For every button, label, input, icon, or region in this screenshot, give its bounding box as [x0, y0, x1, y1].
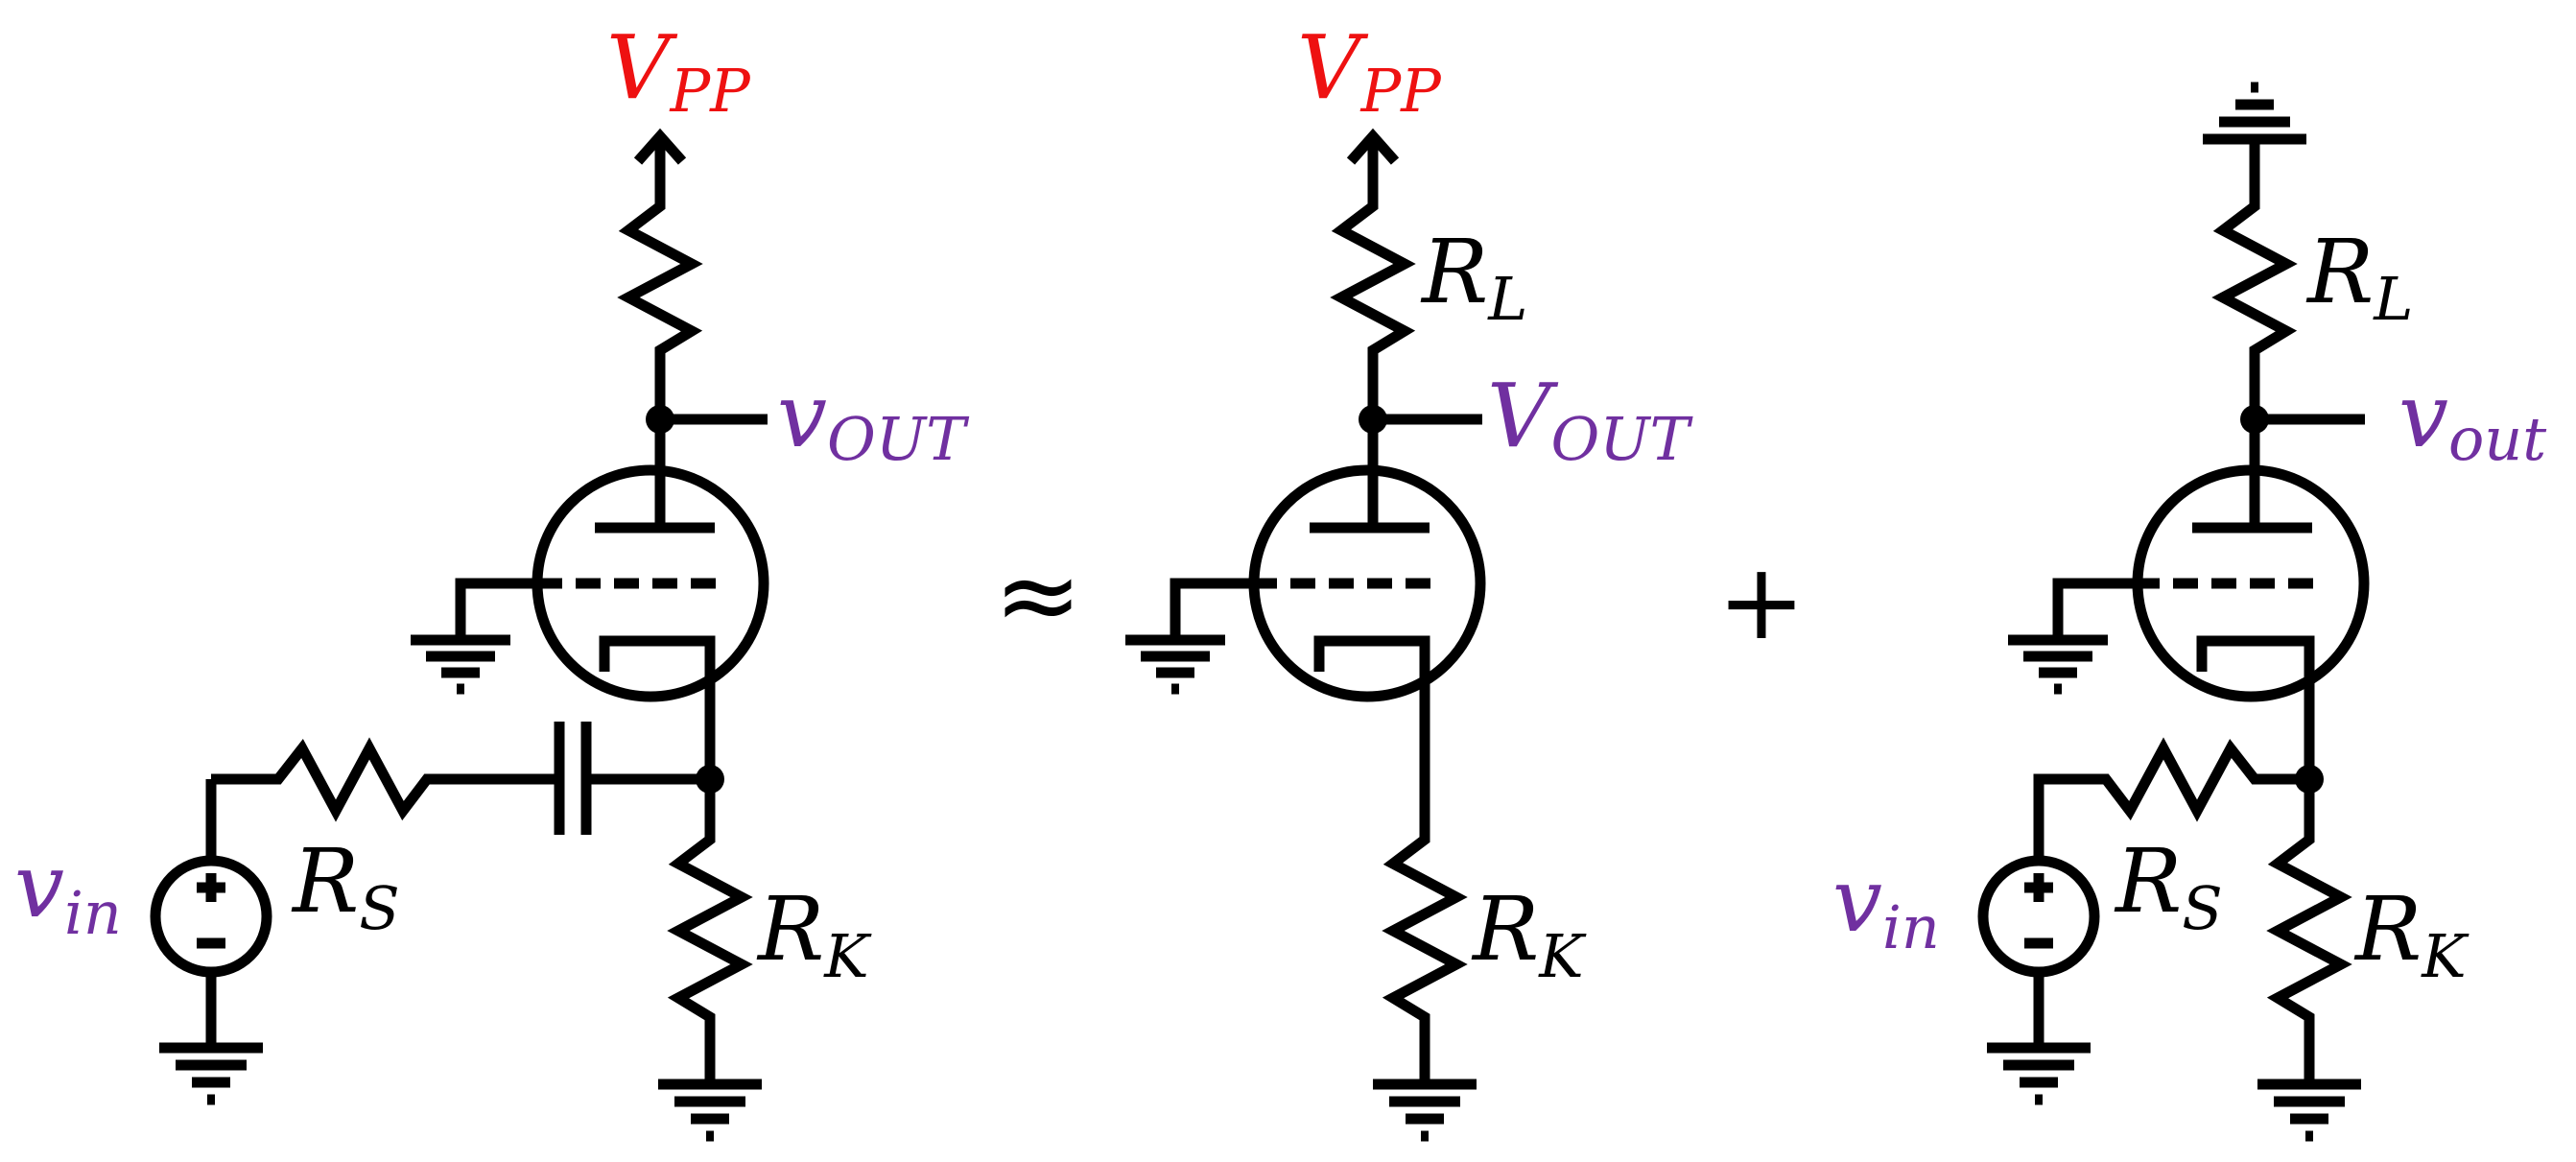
- left-circuit: VPP vOUT vin RS RK: [14, 16, 970, 1142]
- middle-grid-ground-icon: [1125, 634, 1225, 695]
- middle-cathode-resistor: [1382, 830, 1468, 1027]
- left-grid-ground-icon: [411, 634, 510, 695]
- right-cathode-resistor: [2266, 830, 2352, 1027]
- middle-plate-resistor: [1330, 197, 1416, 365]
- right-voltage-source-icon: [1977, 855, 2100, 978]
- left-plate-resistor: [617, 197, 703, 365]
- left-source-resistor: [211, 737, 432, 822]
- left-rk-ground-icon: [658, 1079, 762, 1142]
- middle-triode: [1248, 464, 1486, 702]
- left-cathode-resistor: [667, 830, 753, 1027]
- middle-vout-label: VOUT: [1487, 365, 1694, 474]
- right-vout-label: vout: [2399, 365, 2546, 474]
- left-vpp-label: VPP: [606, 16, 751, 126]
- right-source-ground-icon: [1987, 1042, 2091, 1105]
- middle-vpp-label: VPP: [1297, 16, 1442, 126]
- middle-vpp-arrow-icon: [1346, 128, 1400, 197]
- right-plate-resistor: [2211, 197, 2298, 365]
- approx-symbol: ≈: [994, 534, 1082, 656]
- left-voltage-source-icon: [150, 855, 272, 978]
- right-source-resistor: [2039, 737, 2259, 822]
- right-rl-label: RL: [2305, 221, 2413, 334]
- right-circuit: RL vout vin RS RK: [1832, 82, 2546, 1142]
- left-coupling-capacitor: [554, 722, 592, 835]
- right-triode: [2132, 464, 2370, 702]
- middle-rk-label: RK: [1471, 878, 1587, 991]
- left-triode: [532, 464, 769, 702]
- right-rk-label: RK: [2353, 878, 2470, 991]
- left-rk-label: RK: [756, 878, 872, 991]
- middle-rk-ground-icon: [1373, 1079, 1477, 1142]
- left-vpp-arrow-icon: [633, 128, 687, 197]
- right-top-ground-icon: [2203, 82, 2306, 145]
- left-vin-label: vin: [14, 835, 122, 948]
- plus-symbol: +: [1717, 540, 1806, 663]
- right-vin-label: vin: [1832, 849, 1940, 962]
- middle-circuit: VPP RL VOUT RK: [1125, 16, 1694, 1142]
- right-grid-ground-icon: [2008, 634, 2108, 695]
- left-rs-label: RS: [291, 830, 400, 943]
- left-vout-label: vOUT: [777, 365, 970, 474]
- left-source-ground-icon: [159, 1042, 263, 1105]
- right-rk-ground-icon: [2257, 1079, 2361, 1142]
- middle-rl-label: RL: [1420, 221, 1527, 334]
- right-rs-label: RS: [2114, 830, 2223, 943]
